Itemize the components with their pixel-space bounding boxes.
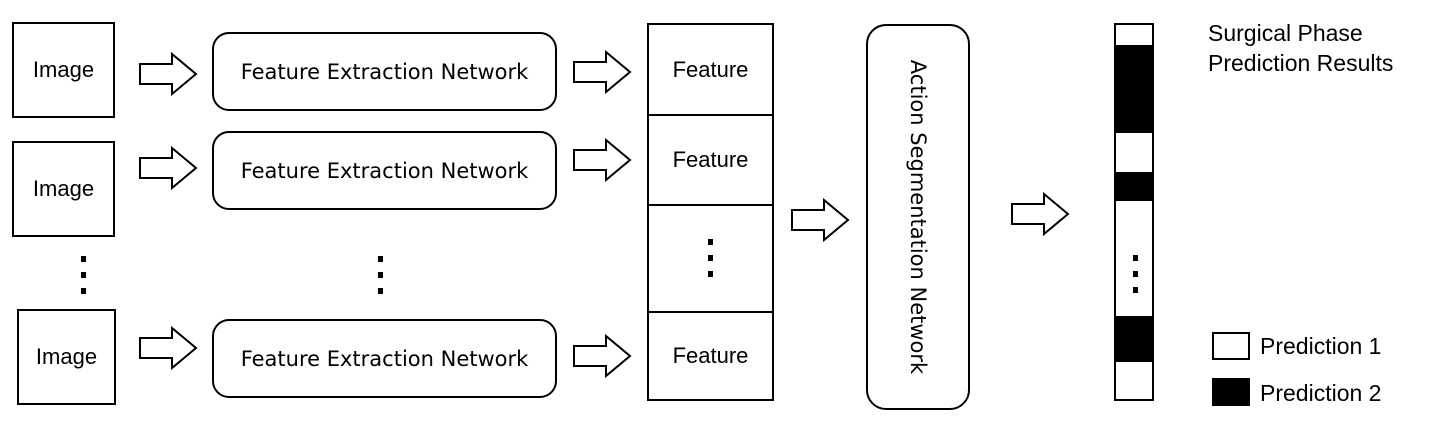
- vertical-ellipsis-icon: [79, 256, 89, 296]
- arrow-right-icon: [138, 326, 198, 370]
- feature-divider: [649, 204, 772, 206]
- image-box-1: Image: [12, 22, 115, 118]
- legend-label-prediction-2: Prediction 2: [1260, 380, 1382, 406]
- feature-label: Feature: [672, 343, 749, 368]
- image-label: Image: [32, 176, 95, 201]
- results-title-line1: Surgical Phase: [1208, 20, 1363, 46]
- feature-stack: Feature Feature Feature: [647, 23, 774, 401]
- fen-label: Feature Extraction Network: [240, 59, 529, 84]
- arrow-right-icon: [138, 52, 198, 96]
- vertical-ellipsis-icon: [376, 256, 386, 296]
- feature-cell-2: Feature: [649, 116, 772, 204]
- feature-label: Feature: [672, 56, 749, 82]
- fen-label: Feature Extraction Network: [240, 158, 529, 183]
- legend-swatch-prediction-1: [1212, 332, 1250, 360]
- feature-extraction-network-1: Feature Extraction Network: [212, 32, 557, 111]
- results-title: Surgical Phase Prediction Results: [1208, 18, 1393, 78]
- prediction-2-segment: [1116, 45, 1152, 133]
- feature-cell-ellipsis: [649, 206, 772, 311]
- arrow-right-icon: [572, 334, 632, 378]
- vertical-ellipsis-icon: [1131, 255, 1141, 300]
- arrow-right-icon: [572, 138, 632, 182]
- action-segmentation-label: Action Segmentation Network: [906, 59, 930, 375]
- image-box-2: Image: [12, 141, 115, 237]
- results-title-line2: Prediction Results: [1208, 50, 1394, 76]
- prediction-results-bar: [1114, 23, 1154, 401]
- vertical-ellipsis-icon: [706, 239, 716, 279]
- prediction-2-segment: [1116, 316, 1152, 362]
- arrow-right-icon: [1010, 192, 1070, 236]
- image-label: Image: [32, 57, 95, 82]
- fen-label: Feature Extraction Network: [240, 346, 529, 371]
- feature-cell-1: Feature: [649, 25, 772, 114]
- action-segmentation-network: Action Segmentation Network: [866, 24, 970, 410]
- legend-swatch-prediction-2: [1212, 378, 1250, 406]
- legend-label-prediction-1: Prediction 1: [1260, 333, 1382, 359]
- prediction-2-segment: [1116, 172, 1152, 201]
- feature-cell-n: Feature: [649, 313, 772, 399]
- feature-divider: [649, 114, 772, 116]
- image-box-n: Image: [17, 309, 116, 405]
- arrow-right-icon: [790, 198, 850, 242]
- feature-label: Feature: [672, 147, 749, 172]
- image-label: Image: [35, 344, 98, 369]
- feature-divider: [649, 311, 772, 313]
- arrow-right-icon: [138, 146, 198, 190]
- arrow-right-icon: [572, 50, 632, 94]
- feature-extraction-network-2: Feature Extraction Network: [212, 131, 557, 210]
- feature-extraction-network-n: Feature Extraction Network: [212, 319, 557, 398]
